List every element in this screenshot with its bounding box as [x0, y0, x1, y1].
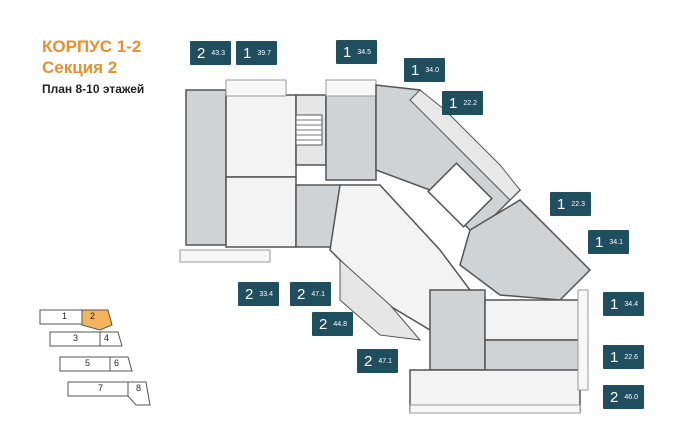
section-8-label: 8 — [136, 383, 142, 393]
apartment-area: 34.1 — [609, 238, 623, 246]
rooms-count: 1 — [243, 44, 252, 62]
rooms-count: 2 — [319, 315, 328, 333]
rooms-count: 1 — [610, 295, 619, 313]
diagonal-wing-upper — [375, 84, 522, 237]
apartment-area: 22.3 — [571, 200, 585, 208]
apartment-area: 33.4 — [259, 290, 273, 298]
rooms-count: 1 — [411, 61, 420, 79]
apartment-area: 43.3 — [211, 49, 225, 57]
apartment-area: 22.2 — [463, 99, 477, 107]
section-title: Секция 2 — [42, 58, 118, 77]
apartment-area: 22.6 — [624, 353, 638, 361]
apartment-area: 34.0 — [425, 66, 439, 74]
section-7-label: 7 — [98, 383, 104, 393]
apartment-area: 39.7 — [257, 49, 271, 57]
section-2-label: 2 — [90, 311, 96, 321]
section-key-map — [39, 309, 151, 406]
rooms-count: 2 — [610, 388, 619, 406]
floor-plan-title: План 8-10 этажей — [42, 82, 145, 96]
rooms-count: 2 — [245, 285, 254, 303]
apartment-area: 34.5 — [357, 48, 371, 56]
apartment-area: 44.8 — [333, 320, 347, 328]
building-title: КОРПУС 1-2 — [42, 37, 142, 56]
rooms-count: 2 — [364, 352, 373, 370]
section-5-label: 5 — [85, 358, 91, 368]
rooms-count: 1 — [449, 94, 458, 112]
rooms-count: 1 — [610, 348, 619, 366]
section-1-label: 1 — [62, 311, 68, 321]
apartment-area: 47.1 — [311, 290, 325, 298]
apartment-area: 34.4 — [624, 300, 638, 308]
lower-wing — [409, 289, 589, 414]
stair-core — [295, 114, 323, 146]
apartment-area: 46.0 — [624, 393, 638, 401]
rooms-count: 1 — [595, 233, 604, 251]
rooms-count: 1 — [557, 195, 566, 213]
section-3-label: 3 — [73, 333, 79, 343]
section-6-label: 6 — [114, 358, 120, 368]
upper-wing — [179, 79, 377, 263]
rooms-count: 2 — [197, 44, 206, 62]
rooms-count: 1 — [343, 43, 352, 61]
rooms-count: 2 — [297, 285, 306, 303]
apartment-area: 47.1 — [378, 357, 392, 365]
section-4-label: 4 — [104, 333, 110, 343]
